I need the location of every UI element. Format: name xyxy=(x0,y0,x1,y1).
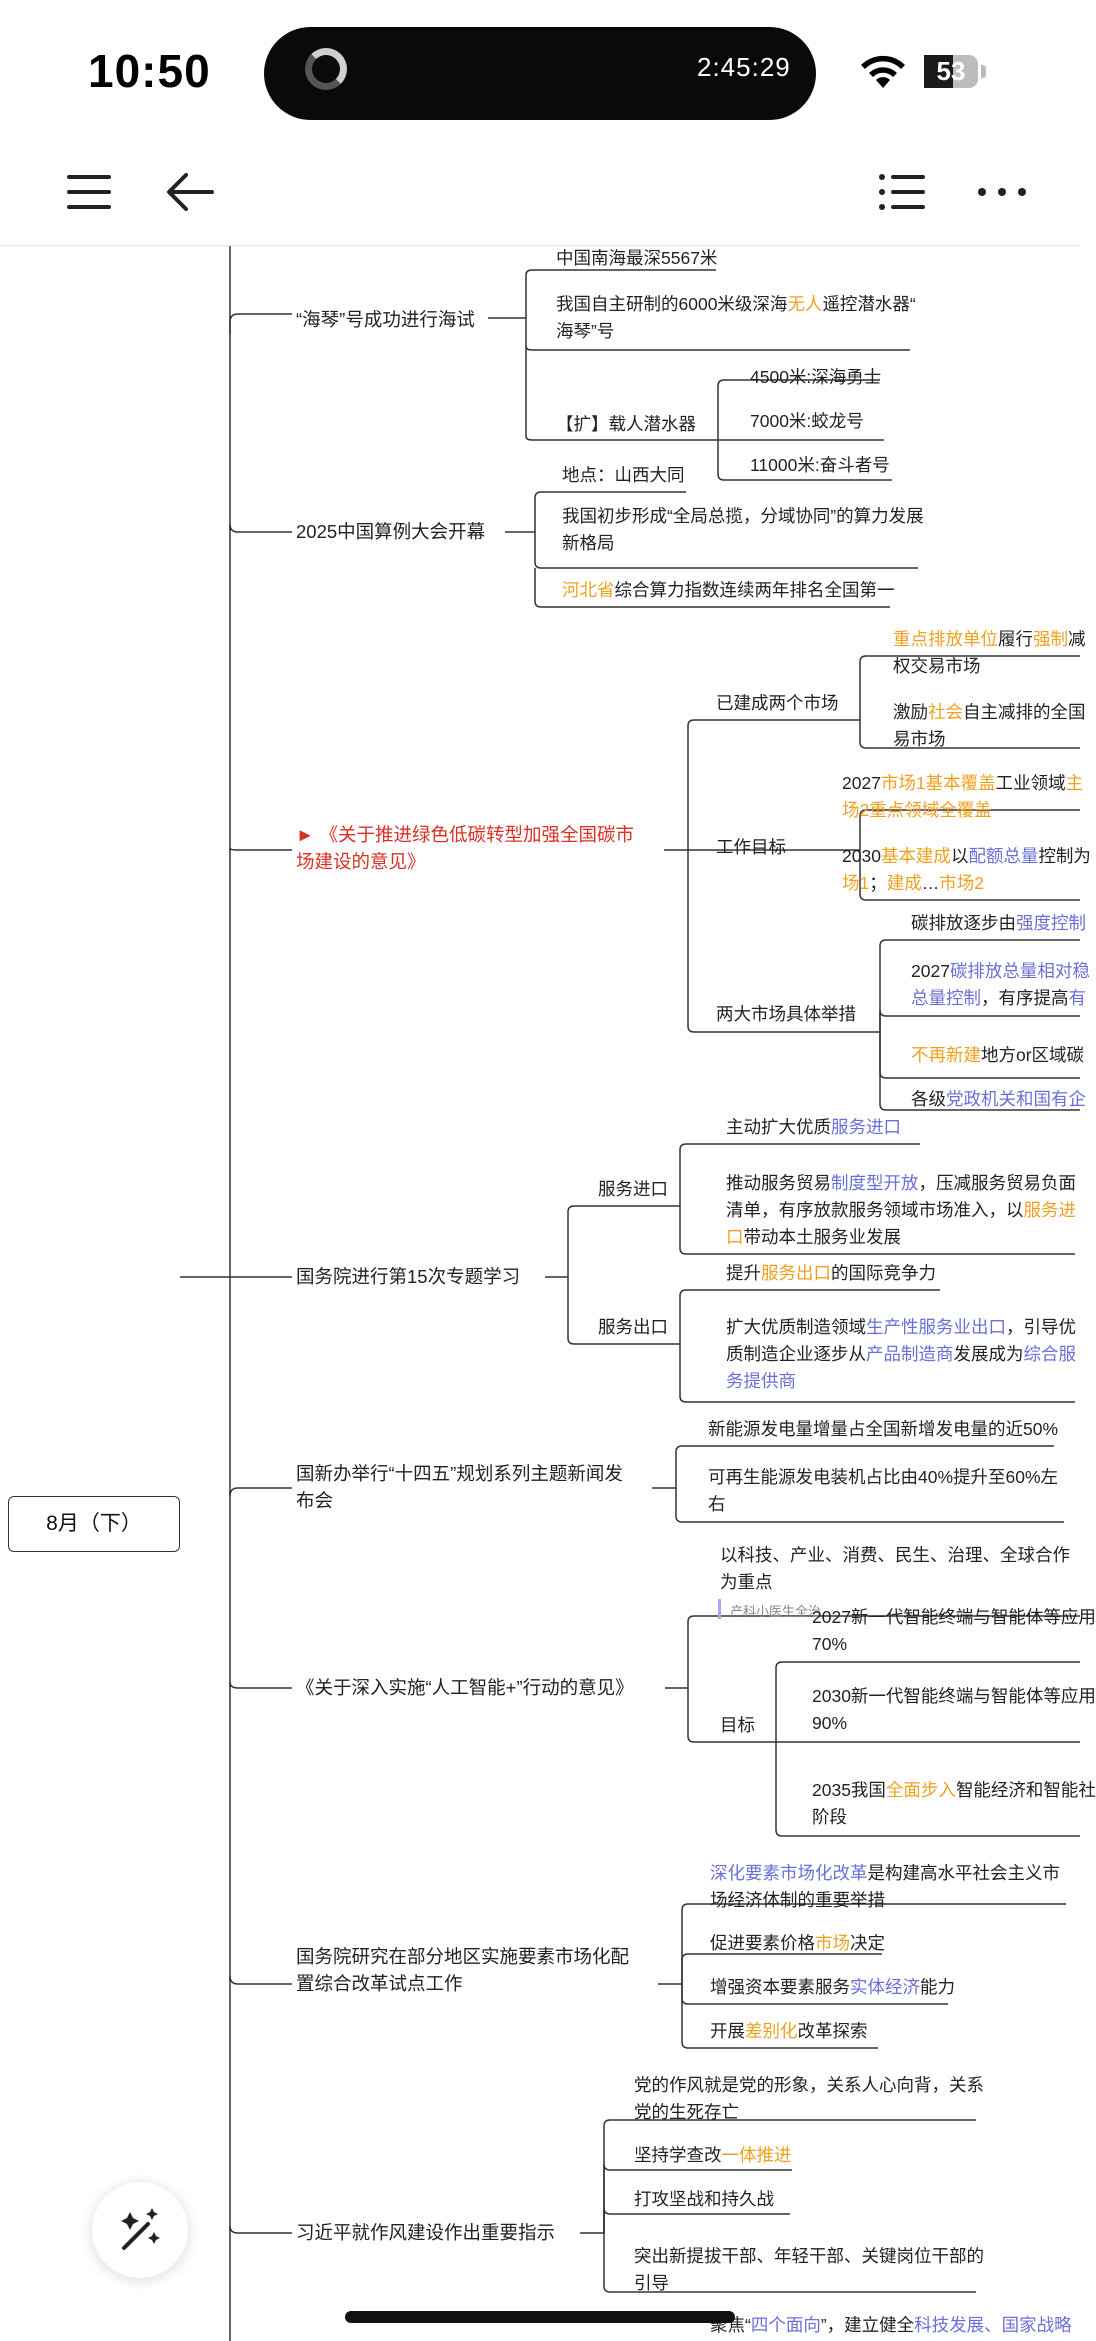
root-node[interactable]: 8月（下） xyxy=(8,1496,180,1552)
ai-goal-2027[interactable]: 2027新一代智能终端与智能体等应用 xyxy=(812,1607,1096,1627)
goal-2027b[interactable]: 场2重点领域全覆盖 xyxy=(842,800,992,820)
four-orientations[interactable]: 聚焦“四个面向”，建立健全科技发展、国家战略 xyxy=(710,2315,1072,2335)
factor-reform[interactable]: 深化要素市场化改革是构建高水平社会主义市 xyxy=(710,1863,1060,1883)
carbon-market-1b[interactable]: 权交易市场 xyxy=(893,656,981,676)
mindmap-canvas[interactable]: 8月（下） “海琴”号成功进行海试 中国南海最深5567米 我国自主研制的600… xyxy=(0,246,1096,2341)
style-cadres[interactable]: 突出新提拔干部、年轻干部、关键岗位干部的 xyxy=(634,2246,984,2266)
import-2c[interactable]: 口带动本土服务业发展 xyxy=(726,1227,901,1247)
manned-submersibles[interactable]: 【扩】载人潜水器 xyxy=(556,414,696,434)
carbon-market-2[interactable]: 激励社会自主减排的全国 xyxy=(893,702,1086,722)
style-importance-2[interactable]: 党的生死存亡 xyxy=(634,2102,739,2122)
sub-7000[interactable]: 7000米:蛟龙号 xyxy=(750,411,864,431)
measure-3[interactable]: 不再新建地方or区域碳 xyxy=(911,1045,1085,1065)
renewable-capacity-2[interactable]: 右 xyxy=(708,1494,726,1514)
hebei-ranking[interactable]: 河北省综合算力指数连续两年排名全国第一 xyxy=(562,580,895,600)
service-import[interactable]: 服务进口 xyxy=(598,1179,668,1199)
style-learn-check-correct[interactable]: 坚持学查改一体推进 xyxy=(634,2145,792,2165)
haiqin-desc[interactable]: 我国自主研制的6000米级深海无人遥控潜水器“ xyxy=(556,294,916,314)
ai-goal-2030[interactable]: 2030新一代智能终端与智能体等应用 xyxy=(812,1686,1096,1706)
factor-reform-2[interactable]: 场经济体制的重要举措 xyxy=(710,1890,885,1910)
topic-factor-market[interactable]: 国务院研究在部分地区实施要素市场化配 xyxy=(296,1946,630,1967)
battery-icon: 53 xyxy=(924,55,978,88)
carbon-market-2b[interactable]: 易市场 xyxy=(893,729,946,749)
factor-price[interactable]: 促进要素价格市场决定 xyxy=(710,1933,885,1953)
export-2b[interactable]: 质制造企业逐步从产品制造商发展成为综合服 xyxy=(726,1344,1076,1364)
home-indicator[interactable] xyxy=(345,2311,735,2323)
topic-press-conference-2[interactable]: 布会 xyxy=(296,1490,334,1511)
topic-haiqin[interactable]: “海琴”号成功进行海试 xyxy=(296,309,475,330)
ai-goals[interactable]: 目标 xyxy=(720,1715,755,1735)
export-1[interactable]: 提升服务出口的国际竞争力 xyxy=(726,1263,936,1283)
import-2b[interactable]: 清单，有序放款服务领域市场准入，以服务进 xyxy=(726,1200,1076,1220)
export-2[interactable]: 扩大优质制造领域生产性服务业出口，引导优 xyxy=(726,1317,1076,1337)
style-importance[interactable]: 党的作风就是党的形象，关系人心向背，关系 xyxy=(634,2075,984,2095)
renewable-capacity[interactable]: 可再生能源发电装机占比由40%提升至60%左 xyxy=(708,1467,1059,1487)
back-arrow-icon[interactable] xyxy=(160,162,220,222)
more-dots-icon[interactable] xyxy=(972,162,1032,222)
hamburger-menu-icon[interactable] xyxy=(60,162,120,222)
activity-spinner-icon xyxy=(305,48,347,90)
measure-1[interactable]: 碳排放逐步由强度控制 xyxy=(911,913,1086,933)
measure-4[interactable]: 各级党政机关和国有企 xyxy=(911,1089,1086,1109)
haiqin-depth[interactable]: 中国南海最深5567米 xyxy=(556,248,718,268)
carbon-built-markets[interactable]: 已建成两个市场 xyxy=(716,693,839,713)
outline-list-icon[interactable] xyxy=(872,162,932,222)
topic-carbon-market[interactable]: ► 《关于推进绿色低碳转型加强全国碳市 xyxy=(296,824,634,845)
ai-goal-2027b[interactable]: 70% xyxy=(812,1634,848,1654)
conference-location[interactable]: 地点：山西大同 xyxy=(562,465,685,485)
measure-2[interactable]: 2027碳排放总量相对稳 xyxy=(911,961,1090,981)
sub-4500[interactable]: 4500米:深海勇士 xyxy=(750,367,882,387)
carbon-market-1[interactable]: 重点排放单位履行强制减 xyxy=(893,629,1086,649)
status-bar: 10:50 2:45:29 53 xyxy=(0,0,1080,140)
ai-goal-2035[interactable]: 2035我国全面步入智能经济和智能社 xyxy=(812,1780,1096,1800)
import-2[interactable]: 推动服务贸易制度型开放，压减服务贸易负面 xyxy=(726,1173,1076,1193)
topic-compute-conference[interactable]: 2025中国算例大会开幕 xyxy=(296,521,486,542)
wifi-icon xyxy=(861,55,905,88)
ai-focus-2[interactable]: 为重点 xyxy=(720,1572,773,1592)
topic-ai-plus[interactable]: 《关于深入实施“人工智能+”行动的意见》 xyxy=(296,1677,634,1698)
battery-percentage: 53 xyxy=(936,56,966,86)
activity-timer: 2:45:29 xyxy=(697,52,791,82)
mindmap-connectors xyxy=(180,246,1080,2341)
goal-2027[interactable]: 2027市场1基本覆盖工业领域主 xyxy=(842,773,1084,793)
style-cadres-2[interactable]: 引导 xyxy=(634,2273,669,2293)
factor-differentiation[interactable]: 开展差别化改革探索 xyxy=(710,2021,868,2041)
topic-state-council-study[interactable]: 国务院进行第15次专题学习 xyxy=(296,1266,521,1287)
ai-goal-2035b[interactable]: 阶段 xyxy=(812,1807,847,1827)
battery-tip xyxy=(981,65,986,78)
goal-2030b[interactable]: 场1；建成…市场2 xyxy=(842,873,984,893)
export-2c[interactable]: 务提供商 xyxy=(726,1371,796,1391)
top-toolbar xyxy=(0,140,1080,246)
carbon-work-goals[interactable]: 工作目标 xyxy=(716,837,786,857)
factor-capital[interactable]: 增强资本要素服务实体经济能力 xyxy=(710,1977,955,1997)
compute-pattern[interactable]: 我国初步形成“全局总揽，分域协同”的算力发展 xyxy=(562,506,924,526)
topic-carbon-market-2[interactable]: 场建设的意见》 xyxy=(296,851,426,872)
flag-icon: ► xyxy=(296,824,315,845)
dynamic-island[interactable] xyxy=(264,27,816,120)
topic-factor-market-2[interactable]: 置综合改革试点工作 xyxy=(296,1973,463,1994)
status-time: 10:50 xyxy=(88,45,211,97)
magic-wand-icon xyxy=(121,2208,160,2250)
note-marker xyxy=(718,1599,721,1619)
compute-pattern-2[interactable]: 新格局 xyxy=(562,533,615,553)
battery-level xyxy=(924,55,953,88)
service-export[interactable]: 服务出口 xyxy=(598,1317,668,1337)
goal-2030[interactable]: 2030基本建成以配额总量控制为 xyxy=(842,846,1091,866)
topic-work-style[interactable]: 习近平就作风建设作出重要指示 xyxy=(296,2222,556,2243)
new-energy-share[interactable]: 新能源发电量增量占全国新增发电量的近50% xyxy=(708,1419,1059,1439)
carbon-measures[interactable]: 两大市场具体举措 xyxy=(716,1004,856,1024)
ai-focus[interactable]: 以科技、产业、消费、民生、治理、全球合作 xyxy=(720,1545,1070,1565)
topic-press-conference[interactable]: 国新办举行“十四五”规划系列主题新闻发 xyxy=(296,1463,623,1484)
ai-note[interactable]: 产科小医生全治 xyxy=(730,1604,822,1619)
import-1[interactable]: 主动扩大优质服务进口 xyxy=(726,1117,901,1137)
haiqin-desc-2[interactable]: 海琴”号 xyxy=(556,321,615,341)
ai-magic-button[interactable] xyxy=(92,2182,188,2278)
sub-11000[interactable]: 11000米:奋斗者号 xyxy=(750,455,890,475)
style-long-battle[interactable]: 打攻坚战和持久战 xyxy=(634,2189,774,2209)
ai-goal-2030b[interactable]: 90% xyxy=(812,1713,848,1733)
measure-2b[interactable]: 总量控制，有序提高有 xyxy=(911,988,1086,1008)
